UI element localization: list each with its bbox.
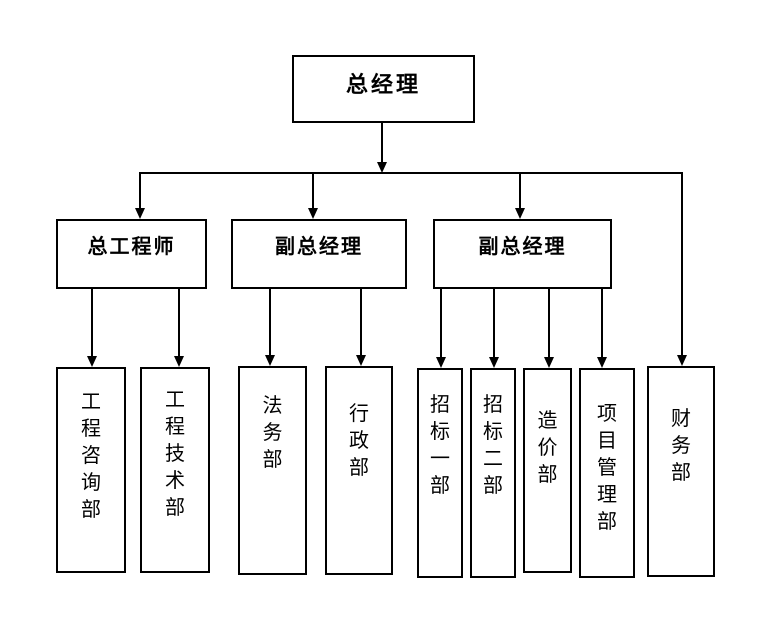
node-general-manager-label: 总经理: [345, 72, 421, 97]
node-bidding-dept-1: 招标一部: [417, 368, 463, 578]
node-project-mgmt-dept-label: 项目管理部: [597, 403, 617, 533]
connector-to-eng-tech-dept: [178, 289, 180, 356]
connector-to-eng-consulting-dept: [91, 289, 93, 356]
connector-to-bidding-dept-2: [493, 289, 495, 357]
arrow-down-icon: [489, 357, 499, 368]
connector-to-bidding-dept-1: [440, 289, 442, 357]
arrow-down-icon: [544, 357, 554, 368]
arrow-down-icon: [515, 208, 525, 219]
arrow-down-icon: [597, 357, 607, 368]
connector-to-project-mgmt-dept: [601, 289, 603, 357]
connector-to-finance-dept: [681, 172, 683, 355]
node-finance-dept-label: 财务部: [671, 408, 691, 484]
node-deputy-gm-2: 副总经理: [433, 219, 612, 289]
connector-to-cost-dept: [548, 289, 550, 357]
node-eng-consulting-dept-label: 工程咨询部: [81, 391, 101, 521]
node-legal-dept-label: 法务部: [262, 395, 283, 471]
node-general-manager: 总经理: [292, 55, 475, 123]
connector-to-deputy-gm-1: [312, 172, 314, 208]
connector-to-legal-dept: [269, 289, 271, 355]
node-cost-dept-label: 造价部: [537, 410, 558, 486]
connector-to-chief-engineer: [139, 172, 141, 208]
node-eng-consulting-dept: 工程咨询部: [56, 367, 126, 573]
connector-to-admin-dept: [360, 289, 362, 355]
node-admin-dept-label: 行政部: [349, 403, 369, 479]
arrow-down-icon: [436, 357, 446, 368]
node-legal-dept: 法务部: [238, 366, 307, 575]
node-eng-tech-dept-label: 工程技术部: [165, 389, 185, 519]
arrow-down-icon: [174, 356, 184, 367]
arrow-down-icon: [377, 162, 387, 173]
node-chief-engineer: 总工程师: [56, 219, 207, 289]
node-project-mgmt-dept: 项目管理部: [579, 368, 635, 578]
node-chief-engineer-label: 总工程师: [87, 236, 176, 258]
node-admin-dept: 行政部: [325, 366, 393, 575]
arrow-down-icon: [135, 208, 145, 219]
connector-trunk-gm: [381, 123, 383, 162]
node-deputy-gm-1: 副总经理: [231, 219, 407, 289]
node-deputy-gm-1-label: 副总经理: [275, 236, 363, 258]
arrow-down-icon: [356, 355, 366, 366]
arrow-down-icon: [677, 355, 687, 366]
node-bidding-dept-1-label: 招标一部: [430, 394, 450, 497]
node-deputy-gm-2-label: 副总经理: [478, 236, 567, 258]
arrow-down-icon: [308, 208, 318, 219]
connector-level1-rail: [139, 172, 683, 174]
node-finance-dept: 财务部: [647, 366, 715, 577]
node-eng-tech-dept: 工程技术部: [140, 367, 210, 573]
arrow-down-icon: [265, 355, 275, 366]
arrow-down-icon: [87, 356, 97, 367]
node-cost-dept: 造价部: [523, 368, 572, 573]
node-bidding-dept-2-label: 招标二部: [483, 394, 503, 497]
connector-to-deputy-gm-2: [519, 172, 521, 208]
node-bidding-dept-2: 招标二部: [470, 368, 516, 578]
